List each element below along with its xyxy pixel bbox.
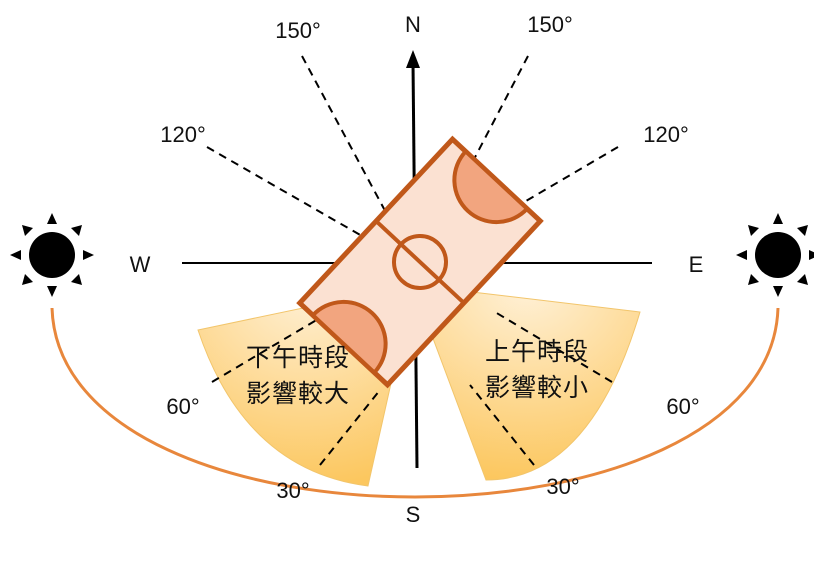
angle-label-60-left: 60°: [166, 394, 199, 419]
north-arrow-icon: [406, 50, 420, 68]
guide-60-left: [211, 311, 331, 383]
sun-path-arc: [50, 307, 780, 499]
angle-label-30-left: 30°: [276, 478, 309, 503]
south-label: S: [406, 502, 421, 527]
north-label: N: [405, 12, 421, 37]
angle-label-150-right: 150°: [527, 12, 573, 37]
guide-30-left: [319, 389, 381, 466]
morning-caption-line1: 上午時段: [485, 337, 589, 366]
morning-caption-line2: 影響較小: [485, 373, 589, 402]
angle-label-120-left: 120°: [160, 122, 206, 147]
angle-label-60-right: 60°: [666, 394, 699, 419]
sun-icon: [736, 213, 814, 297]
sun-icon: [10, 213, 94, 297]
key-left: [310, 299, 388, 376]
guide-30-right: [469, 384, 535, 466]
basketball-court: [296, 135, 544, 389]
guide-60-right: [494, 311, 613, 383]
half-court-line: [374, 219, 466, 305]
east-label: E: [689, 252, 704, 277]
center-circle: [392, 234, 448, 290]
angle-label-120-right: 120°: [643, 122, 689, 147]
guide-150-left: [301, 55, 391, 221]
afternoon-caption-line1: 下午時段: [246, 343, 350, 372]
afternoon-caption-line2: 影響較大: [246, 379, 350, 408]
key-right: [452, 148, 530, 225]
guide-120-left: [206, 146, 363, 237]
angle-label-150-left: 150°: [275, 18, 321, 43]
west-label: W: [130, 252, 151, 277]
morning-sector: [412, 284, 641, 481]
angle-label-30-right: 30°: [546, 474, 579, 499]
